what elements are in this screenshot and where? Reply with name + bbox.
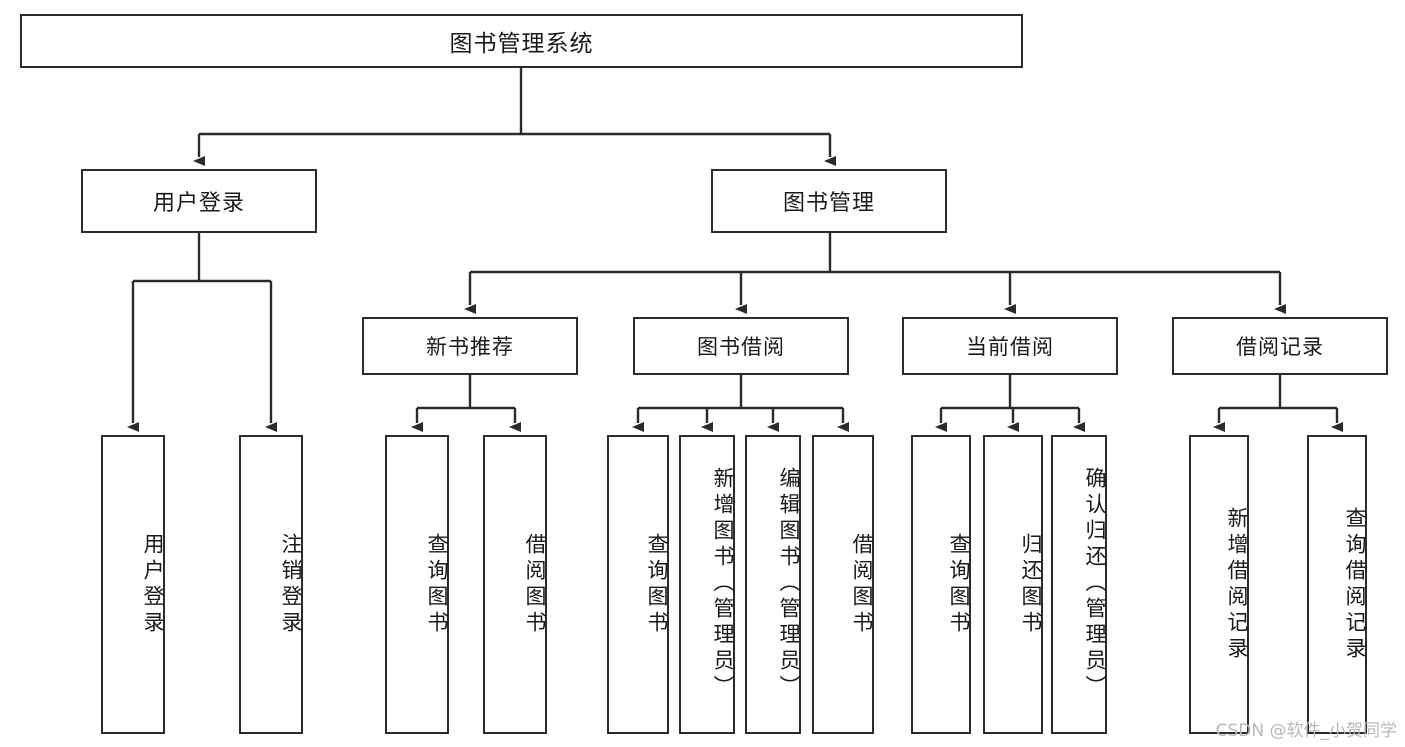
leaf-query-borrow-record-label: 查询借阅记录 [1343, 506, 1367, 663]
node-root[interactable]: 图书管理系统 [20, 14, 1023, 68]
node-new-book-recommend-label: 新书推荐 [426, 335, 514, 359]
leaf-edit-book-admin-label: 编辑图书（管理员） [777, 466, 801, 701]
leaf-confirm-return-admin-label: 确认归还（管理员） [1083, 466, 1107, 701]
leaf-borrow-book-recommend[interactable]: 借阅图书 [483, 435, 547, 734]
leaf-logout[interactable]: 注销登录 [239, 435, 303, 734]
leaf-add-book-admin[interactable]: 新增图书（管理员） [679, 435, 735, 734]
node-current-borrow-label: 当前借阅 [966, 335, 1054, 359]
leaf-confirm-return-admin[interactable]: 确认归还（管理员） [1051, 435, 1107, 734]
node-book-management-label: 图书管理 [782, 191, 875, 216]
node-current-borrow[interactable]: 当前借阅 [902, 317, 1118, 375]
leaf-query-book-recommend[interactable]: 查询图书 [385, 435, 449, 734]
node-book-borrow[interactable]: 图书借阅 [633, 317, 849, 375]
node-user-login-label: 用户登录 [152, 191, 245, 216]
leaf-query-book-borrow-label: 查询图书 [645, 532, 669, 637]
leaf-edit-book-admin[interactable]: 编辑图书（管理员） [745, 435, 801, 734]
watermark: CSDN @软件_小贺同学 [1215, 721, 1397, 741]
leaf-query-book-borrow[interactable]: 查询图书 [607, 435, 669, 734]
leaf-query-borrow-record[interactable]: 查询借阅记录 [1307, 435, 1367, 734]
node-borrow-records-label: 借阅记录 [1236, 335, 1324, 359]
leaf-borrow-book[interactable]: 借阅图书 [812, 435, 874, 734]
node-root-label: 图书管理系统 [449, 31, 594, 57]
leaf-add-borrow-record[interactable]: 新增借阅记录 [1189, 435, 1249, 734]
node-new-book-recommend[interactable]: 新书推荐 [362, 317, 578, 375]
leaf-user-login-label: 用户登录 [141, 532, 165, 637]
leaf-logout-label: 注销登录 [279, 532, 303, 637]
leaf-add-book-admin-label: 新增图书（管理员） [711, 466, 735, 701]
leaf-borrow-book-recommend-label: 借阅图书 [523, 532, 547, 637]
leaf-user-login[interactable]: 用户登录 [101, 435, 165, 734]
leaf-query-book-recommend-label: 查询图书 [425, 532, 449, 637]
node-book-borrow-label: 图书借阅 [697, 335, 785, 359]
leaf-borrow-book-label: 借阅图书 [850, 532, 874, 637]
leaf-return-book-label: 归还图书 [1019, 532, 1043, 637]
leaf-query-book-current[interactable]: 查询图书 [911, 435, 971, 734]
leaf-query-book-current-label: 查询图书 [947, 532, 971, 637]
node-book-management[interactable]: 图书管理 [711, 169, 947, 233]
node-user-login[interactable]: 用户登录 [81, 169, 317, 233]
leaf-add-borrow-record-label: 新增借阅记录 [1225, 506, 1249, 663]
leaf-return-book[interactable]: 归还图书 [983, 435, 1043, 734]
node-borrow-records[interactable]: 借阅记录 [1172, 317, 1388, 375]
